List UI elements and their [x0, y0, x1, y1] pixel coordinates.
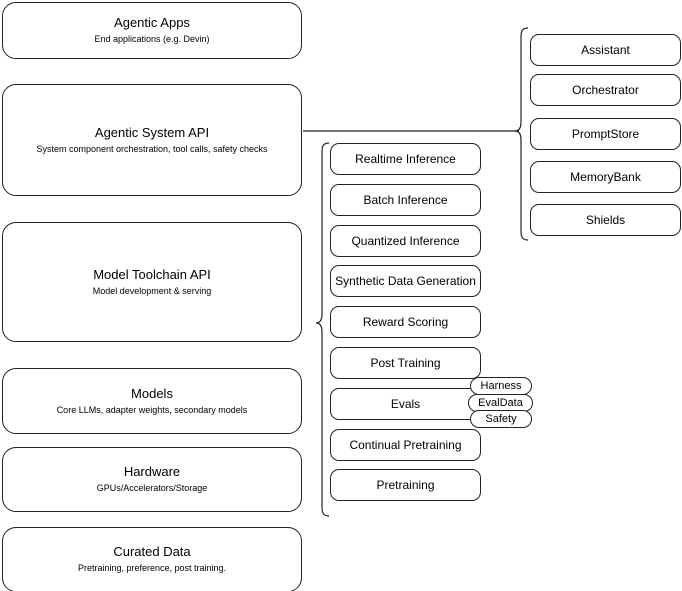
agentic-item-memorybank[interactable]: MemoryBank	[530, 161, 681, 193]
layer-subtitle: Pretraining, preference, post training.	[77, 563, 227, 573]
layer-title: Hardware	[123, 464, 181, 479]
agentic-item-orchestrator[interactable]: Orchestrator	[530, 74, 681, 106]
layer-title: Curated Data	[113, 544, 191, 559]
layer-title: Models	[131, 385, 173, 401]
layer-subtitle: GPUs/Accelerators/Storage	[96, 483, 208, 493]
evals-tag-harness[interactable]: Harness	[470, 377, 532, 395]
layer-box-models[interactable]: Models Core LLMs, adapter weights, secon…	[2, 368, 302, 434]
toolchain-item-realtime-inference[interactable]: Realtime Inference	[330, 143, 481, 175]
toolchain-item-evals[interactable]: Evals	[330, 388, 481, 420]
layer-box-agentic-apps[interactable]: Agentic Apps End applications (e.g. Devi…	[2, 2, 302, 59]
layer-title: Agentic System API	[94, 124, 210, 140]
layer-subtitle: Model development & serving	[92, 285, 212, 296]
evals-tag-safety[interactable]: Safety	[470, 410, 532, 428]
toolchain-item-reward-scoring[interactable]: Reward Scoring	[330, 306, 481, 338]
right-curly-brace	[514, 27, 529, 241]
layer-title: Model Toolchain API	[93, 266, 211, 282]
layer-box-hardware[interactable]: Hardware GPUs/Accelerators/Storage	[2, 447, 302, 512]
middle-curly-brace	[315, 142, 330, 517]
agentic-item-shields[interactable]: Shields	[530, 204, 681, 236]
layer-box-agentic-system-api[interactable]: Agentic System API System component orch…	[2, 84, 302, 196]
toolchain-item-synthetic-data-generation[interactable]: Synthetic Data Generation	[330, 265, 481, 297]
toolchain-item-quantized-inference[interactable]: Quantized Inference	[330, 225, 481, 257]
agentic-item-assistant[interactable]: Assistant	[530, 34, 681, 66]
layer-box-model-toolchain-api[interactable]: Model Toolchain API Model development & …	[2, 222, 302, 342]
toolchain-item-pretraining[interactable]: Pretraining	[330, 469, 481, 501]
layer-box-curated-data[interactable]: Curated Data Pretraining, preference, po…	[2, 527, 302, 591]
layer-title: Agentic Apps	[114, 15, 190, 30]
layer-subtitle: Core LLMs, adapter weights, secondary mo…	[56, 404, 248, 415]
toolchain-item-continual-pretraining[interactable]: Continual Pretraining	[330, 429, 481, 461]
agentic-item-promptstore[interactable]: PromptStore	[530, 118, 681, 150]
layer-subtitle: System component orchestration, tool cal…	[36, 143, 268, 154]
toolchain-item-post-training[interactable]: Post Training	[330, 347, 481, 379]
toolchain-item-batch-inference[interactable]: Batch Inference	[330, 184, 481, 216]
layer-subtitle: End applications (e.g. Devin)	[94, 34, 210, 44]
